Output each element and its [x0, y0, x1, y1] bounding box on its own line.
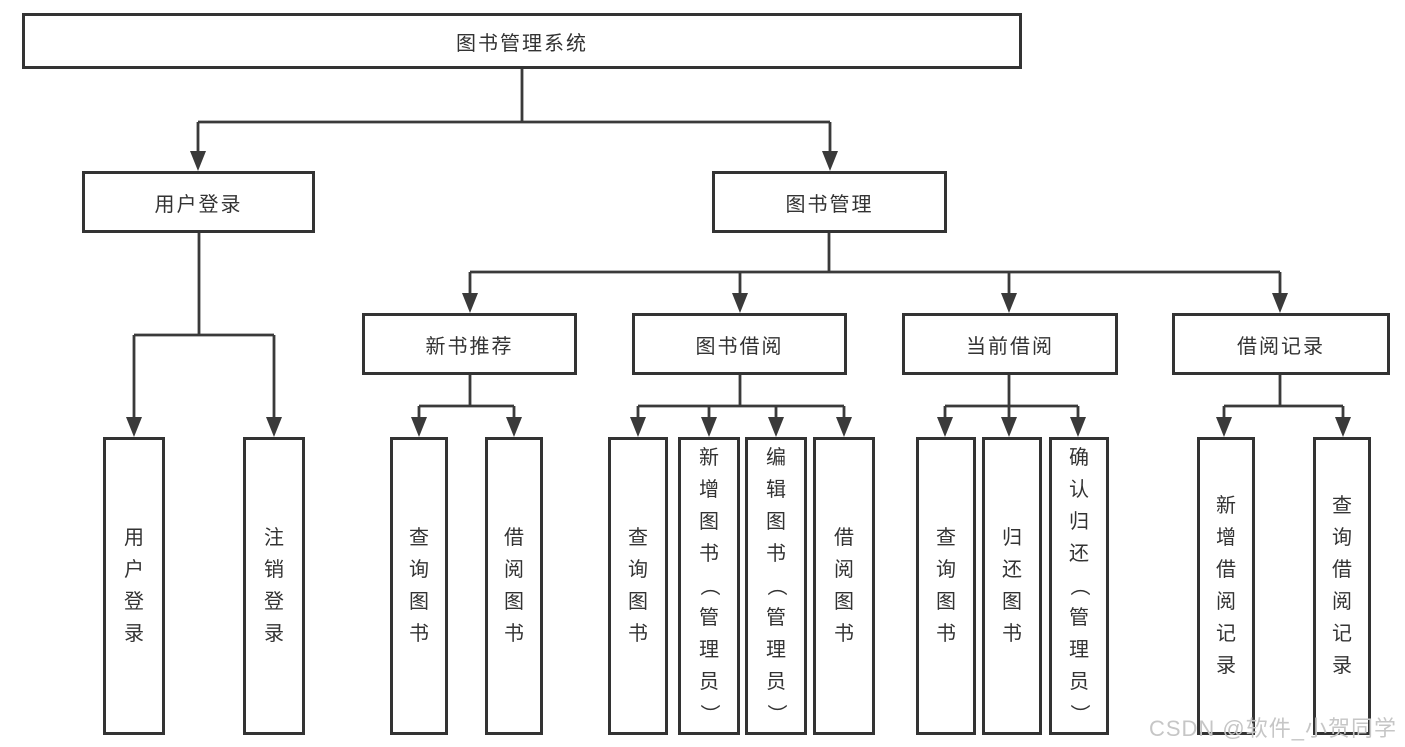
node-borrow-records: 借阅记录	[1172, 313, 1390, 375]
node-root-system: 图书管理系统	[22, 13, 1022, 69]
connector-new-book-rec-children	[411, 375, 522, 437]
arrowhead	[126, 417, 142, 437]
node-leaf-br-add-record: 新增借阅记录	[1197, 437, 1255, 735]
connector-current-borrow-children	[937, 375, 1086, 437]
node-new-book-rec: 新书推荐	[362, 313, 577, 375]
node-leaf-cb-confirm-return: 确认归还（管理员）	[1049, 437, 1109, 735]
node-leaf-bb-borrow-books: 借阅图书	[813, 437, 875, 735]
connector-root-children	[190, 69, 838, 171]
node-leaf-bb-query-books: 查询图书	[608, 437, 668, 735]
arrowhead	[732, 293, 748, 313]
node-leaf-br-query-record: 查询借阅记录	[1313, 437, 1371, 735]
connector-borrow-records-children	[1216, 375, 1351, 437]
arrowhead	[1335, 417, 1351, 437]
node-leaf-rec-query-books: 查询图书	[390, 437, 448, 735]
node-user-login: 用户登录	[82, 171, 315, 233]
arrowhead	[768, 417, 784, 437]
arrowhead	[630, 417, 646, 437]
node-book-mgmt: 图书管理	[712, 171, 947, 233]
arrowhead	[190, 151, 206, 171]
node-leaf-cb-return-books: 归还图书	[982, 437, 1042, 735]
connector-book-borrow-children	[630, 375, 852, 437]
connector-user-login-children	[126, 233, 282, 437]
arrowhead	[411, 417, 427, 437]
arrowhead	[836, 417, 852, 437]
node-book-borrow: 图书借阅	[632, 313, 847, 375]
node-current-borrow: 当前借阅	[902, 313, 1118, 375]
node-leaf-cb-query-books: 查询图书	[916, 437, 976, 735]
arrowhead	[1001, 417, 1017, 437]
arrowhead	[1216, 417, 1232, 437]
arrowhead	[266, 417, 282, 437]
arrowhead	[937, 417, 953, 437]
watermark: CSDN @软件_小贺同学	[1148, 716, 1397, 741]
connector-book-mgmt-children	[462, 233, 1288, 313]
arrowhead	[701, 417, 717, 437]
arrowhead	[462, 293, 478, 313]
arrowhead	[1001, 293, 1017, 313]
node-leaf-rec-borrow-books: 借阅图书	[485, 437, 543, 735]
node-leaf-bb-add-books: 新增图书（管理员）	[678, 437, 740, 735]
node-leaf-logout: 注销登录	[243, 437, 305, 735]
arrowhead	[1070, 417, 1086, 437]
arrowhead	[1272, 293, 1288, 313]
arrowhead	[506, 417, 522, 437]
node-leaf-bb-edit-books: 编辑图书（管理员）	[745, 437, 807, 735]
arrowhead	[822, 151, 838, 171]
node-leaf-user-login: 用户登录	[103, 437, 165, 735]
